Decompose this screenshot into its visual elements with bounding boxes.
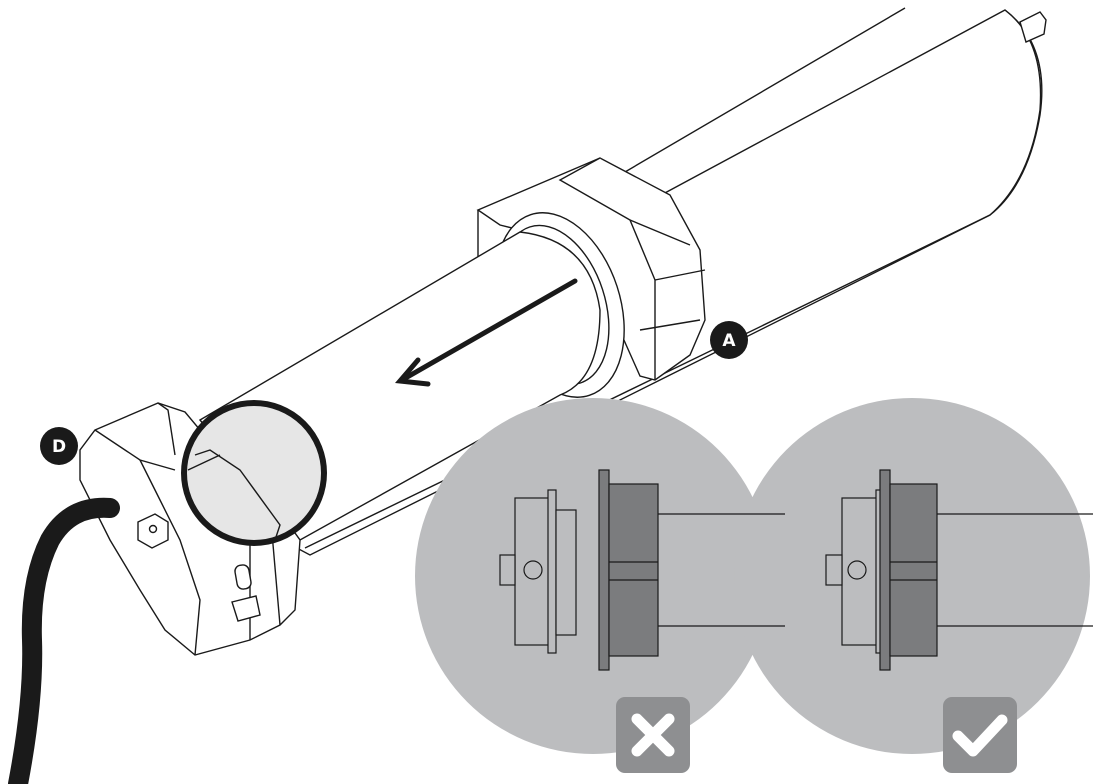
callout-d-label: D bbox=[52, 437, 66, 457]
callout-a-label: A bbox=[722, 331, 736, 351]
incorrect-badge bbox=[616, 697, 690, 773]
motor-head bbox=[79, 402, 301, 656]
cross-icon bbox=[631, 713, 675, 757]
magnifier-circle bbox=[181, 400, 327, 546]
correct-badge bbox=[943, 697, 1017, 773]
power-cable bbox=[8, 497, 120, 784]
check-icon bbox=[952, 714, 1008, 757]
callout-a: A bbox=[710, 321, 748, 359]
detail-incorrect bbox=[499, 469, 785, 671]
detail-correct bbox=[825, 469, 1093, 671]
direction-arrow bbox=[395, 278, 578, 387]
callout-d: D bbox=[40, 427, 78, 465]
